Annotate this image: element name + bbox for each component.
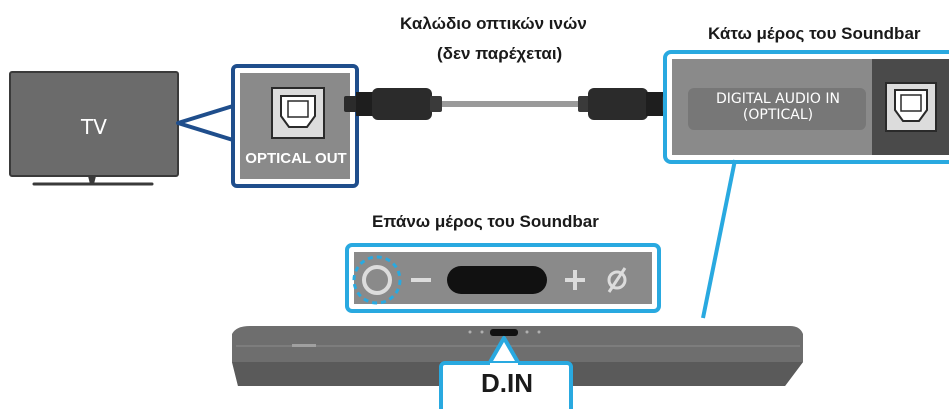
soundbar-key-dot [537,330,541,334]
tv-stand-neck [88,176,96,184]
cable-caption-line1: Καλώδιο οπτικών ινών [400,14,587,33]
soundbar-bottom-panel [663,50,949,164]
optical-out-panel [231,64,359,188]
plus-icon [565,270,585,290]
cable-plug-left [344,88,442,120]
soundbar-logo [292,344,316,347]
cable-plug-right [578,88,676,120]
digital-audio-in-label-box [688,88,866,130]
soundbar-top-title: Επάνω μέρος του Soundbar [372,212,599,231]
soundbar-key-dot [525,330,529,334]
soundbar-top-panel [345,243,661,313]
mute-icon [607,267,627,293]
din-indicator-label: D.IN [481,368,533,398]
optical-out-label: OPTICAL OUT [245,150,347,167]
optical-cable [344,88,676,120]
soundbar-display [490,329,518,336]
display-window [447,266,547,294]
tv-label: TV [81,115,107,139]
din-callout-join [490,363,518,367]
cable-caption-line2: (δεν παρέχεται) [437,44,563,63]
optical-port-icon [885,82,937,132]
digital-audio-in-line1: DIGITAL AUDIO IN [716,91,840,107]
optical-port-icon [271,87,325,139]
power-button-icon [352,255,402,305]
bottom-panel-connector [701,159,737,319]
soundbar-key-dot [480,330,484,334]
minus-icon [411,278,431,282]
soundbar-bottom-title: Κάτω μέρος του Soundbar [708,24,921,43]
soundbar-key-dot [468,330,472,334]
digital-audio-in-label: DIGITAL AUDIO IN (OPTICAL) [692,91,864,123]
tv-callout-pointer [176,104,235,142]
digital-audio-in-line2: (OPTICAL) [742,107,814,123]
